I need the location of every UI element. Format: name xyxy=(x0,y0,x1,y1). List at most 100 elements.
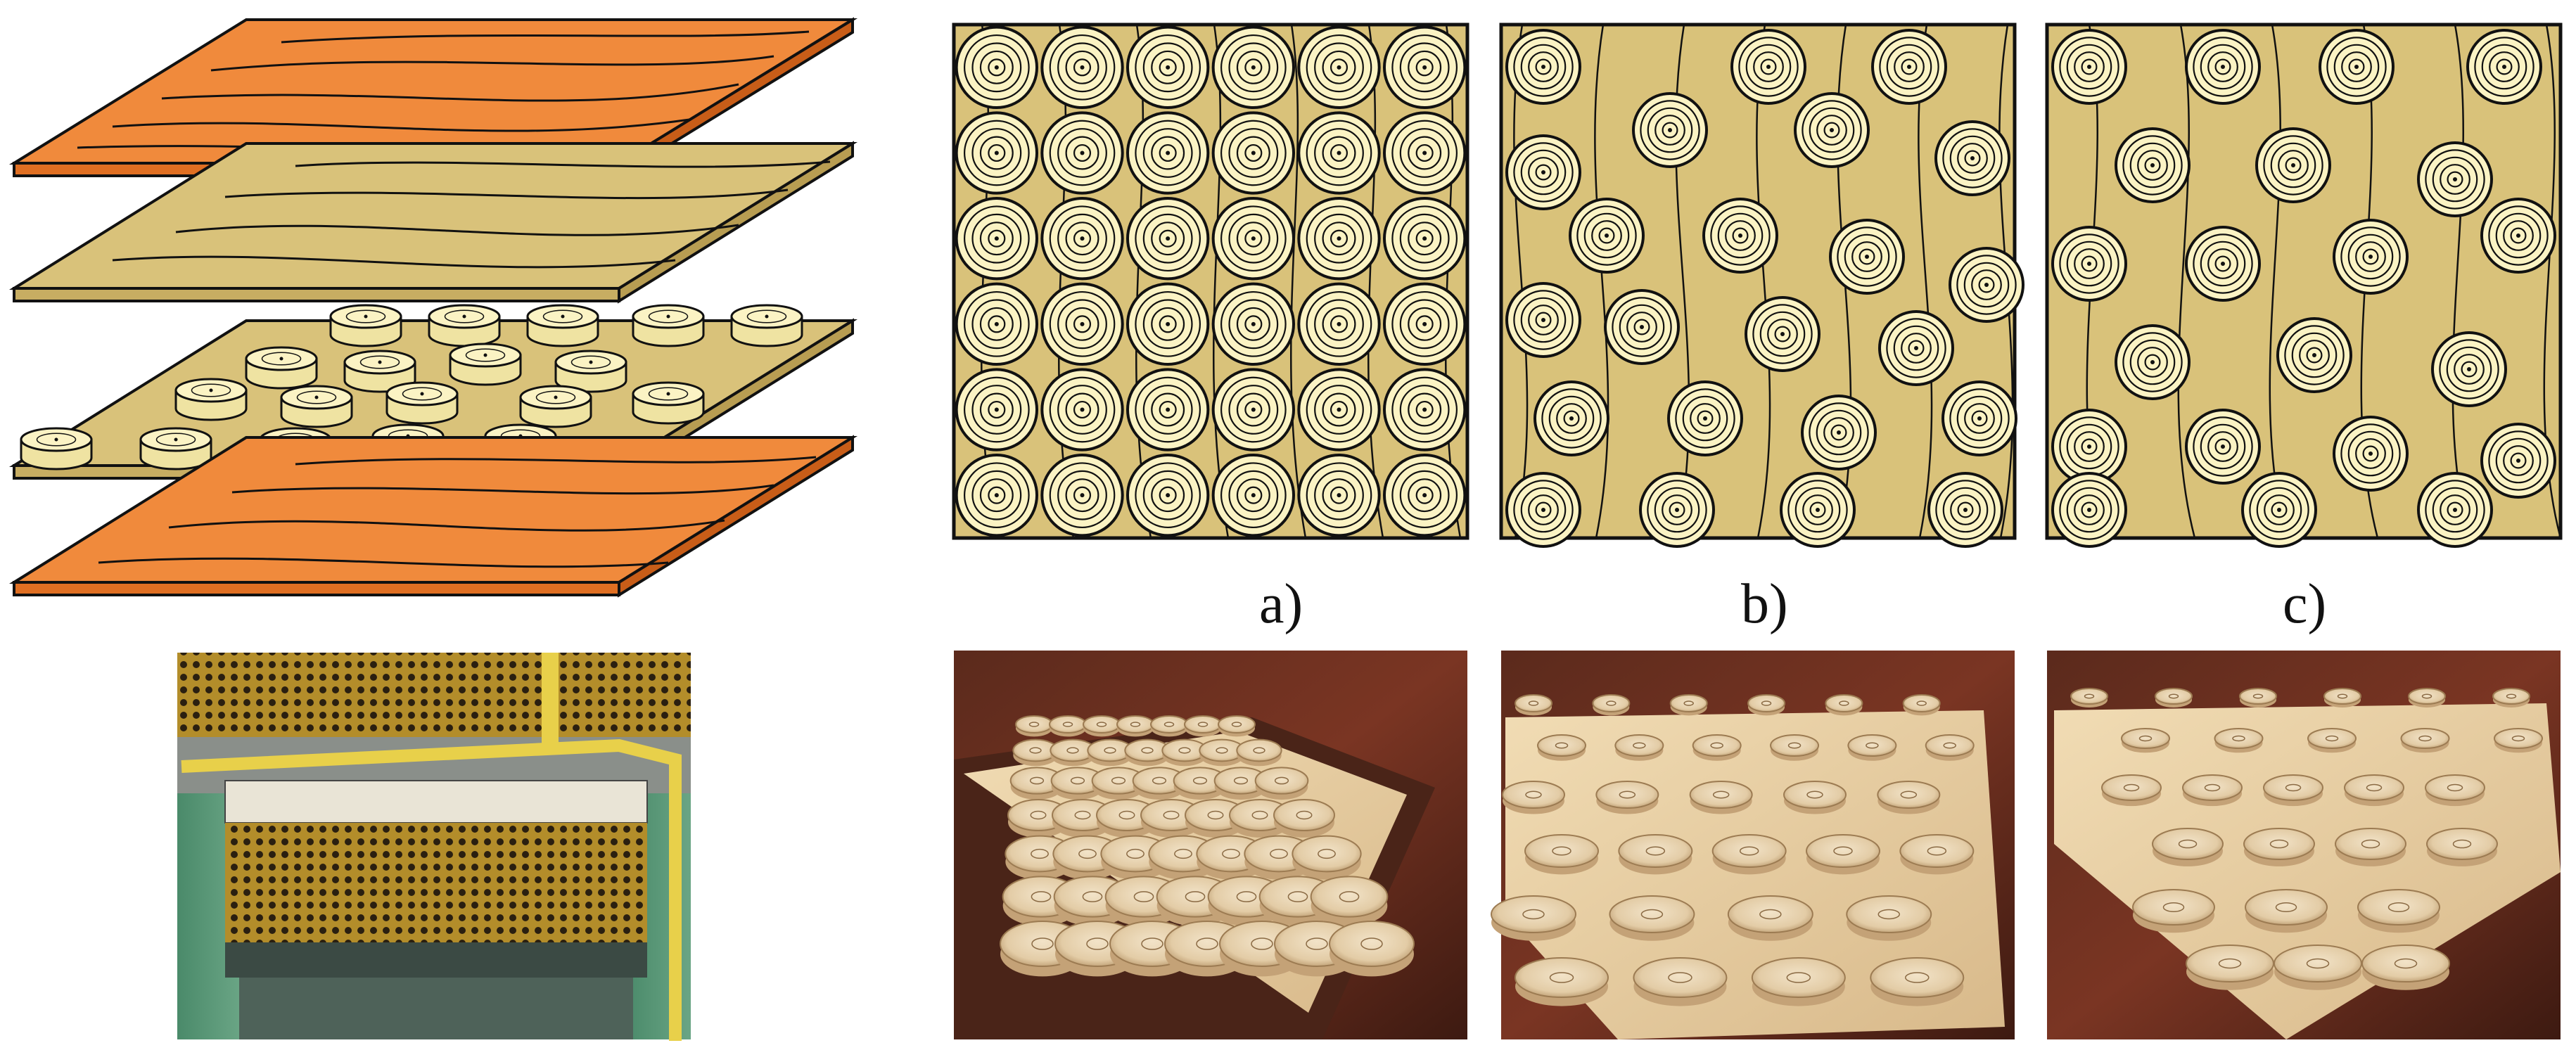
wood-disc xyxy=(1505,29,1581,105)
photo-wood-disc xyxy=(2263,774,2323,807)
photo-wood-disc xyxy=(1083,715,1121,737)
wood-disc-3d xyxy=(526,304,599,347)
wood-disc xyxy=(1297,196,1381,281)
photo-wood-disc xyxy=(2307,728,2357,753)
photo-wood-disc xyxy=(1213,767,1268,800)
photo-wood-disc xyxy=(1870,957,1965,1006)
photo-wood-disc xyxy=(2243,828,2315,866)
wood-disc xyxy=(1211,196,1296,281)
photo-wood-disc xyxy=(1847,734,1897,761)
photo-wood-disc xyxy=(2361,945,2450,990)
photo-wood-disc xyxy=(1236,738,1282,767)
wood-disc xyxy=(1878,310,1954,386)
photo-wood-disc xyxy=(1491,895,1576,941)
wood-disc xyxy=(1505,134,1581,210)
wood-disc xyxy=(1871,29,1947,105)
wood-disc xyxy=(2115,127,2191,203)
wood-disc-3d xyxy=(632,381,705,425)
wood-disc xyxy=(1534,380,1609,456)
wood-disc xyxy=(1745,296,1821,372)
photo-wood-disc xyxy=(1329,921,1415,977)
photo-wood-disc xyxy=(1751,957,1846,1006)
wood-disc xyxy=(1794,92,1870,168)
photo-wood-disc xyxy=(2323,688,2361,708)
wood-disc xyxy=(1126,282,1210,366)
wood-disc xyxy=(2319,29,2395,105)
wood-disc-3d xyxy=(329,304,402,347)
photo-wood-disc xyxy=(1124,738,1171,767)
layout-diagram-a xyxy=(952,23,1469,540)
photo-disc-cluster-c xyxy=(2070,688,2543,990)
wood-disc-3d xyxy=(245,346,318,390)
wood-disc xyxy=(1297,368,1381,452)
wood-disc-3d xyxy=(449,342,522,386)
photo-wood-disc xyxy=(2132,889,2215,933)
photo-wood-disc xyxy=(2155,688,2193,708)
wood-disc xyxy=(955,453,1039,537)
photo-wood-disc xyxy=(1537,734,1586,761)
wood-disc xyxy=(1040,196,1124,281)
wood-disc-3d xyxy=(519,385,592,428)
wood-disc xyxy=(955,368,1039,452)
wood-disc xyxy=(1505,472,1581,548)
wood-disc xyxy=(2466,29,2542,105)
wood-disc xyxy=(1730,29,1806,105)
disc-grid-c xyxy=(2051,24,2562,548)
wood-disc xyxy=(1382,111,1467,195)
photo-wood-disc xyxy=(2408,688,2446,708)
photo-wood-disc xyxy=(1633,957,1728,1006)
photo-wood-disc xyxy=(1877,781,1941,814)
wood-disc xyxy=(1632,92,1708,168)
wood-disc xyxy=(1126,368,1210,452)
photo-wood-disc xyxy=(1184,715,1222,737)
photo-wood-disc xyxy=(1091,767,1146,800)
photo-wood-disc xyxy=(2186,945,2274,990)
photo-wood-disc xyxy=(2492,688,2530,708)
wood-disc xyxy=(1941,380,2017,456)
photo-wood-disc xyxy=(1254,767,1309,800)
photo-wood-disc xyxy=(2070,688,2108,708)
wood-disc xyxy=(2185,226,2261,302)
wood-disc xyxy=(1297,25,1381,110)
photo-wood-disc xyxy=(1711,834,1787,875)
wood-disc xyxy=(1382,196,1467,281)
wood-disc-3d xyxy=(20,427,93,470)
photo-disc-cluster-a xyxy=(1000,715,1415,977)
wood-disc xyxy=(1211,111,1296,195)
wood-disc xyxy=(1211,282,1296,366)
wood-disc-3d xyxy=(139,427,212,470)
top-veneer-layer xyxy=(8,17,858,179)
photo-wood-disc xyxy=(2344,774,2404,807)
wood-disc xyxy=(1702,198,1778,274)
wood-disc xyxy=(1934,120,2010,196)
panel-label-b: b) xyxy=(1741,573,1788,635)
wood-disc xyxy=(1829,219,1905,295)
exploded-layer-diagram xyxy=(8,17,858,598)
photo-wood-disc xyxy=(1292,835,1362,880)
photo-wood-disc xyxy=(1595,781,1659,814)
photo-wood-disc xyxy=(1825,694,1863,716)
photo-wood-disc xyxy=(1310,876,1389,926)
layout-diagram-c xyxy=(2045,23,2563,548)
photo-wood-disc xyxy=(1524,834,1599,875)
photo-wood-disc xyxy=(1015,715,1053,737)
wood-disc xyxy=(1126,25,1210,110)
photo-wood-disc xyxy=(1515,694,1552,716)
wood-disc xyxy=(1505,282,1581,358)
photo-wood-disc xyxy=(1273,799,1335,838)
photo-wood-disc xyxy=(2494,728,2543,753)
wood-disc xyxy=(955,282,1039,366)
photo-wood-disc xyxy=(1727,895,1813,941)
photo-wood-disc xyxy=(1515,957,1609,1006)
photo-wood-disc xyxy=(1783,781,1847,814)
wood-disc xyxy=(2276,317,2352,393)
hot-press-photo xyxy=(177,653,691,1041)
wood-disc xyxy=(2051,226,2127,302)
wood-disc-3d xyxy=(343,350,416,393)
wood-disc-3d xyxy=(554,350,627,393)
wood-disc xyxy=(2185,409,2261,485)
wood-disc xyxy=(955,111,1039,195)
photo-wood-disc xyxy=(2357,889,2440,933)
panel-label-c: c) xyxy=(2283,573,2326,635)
